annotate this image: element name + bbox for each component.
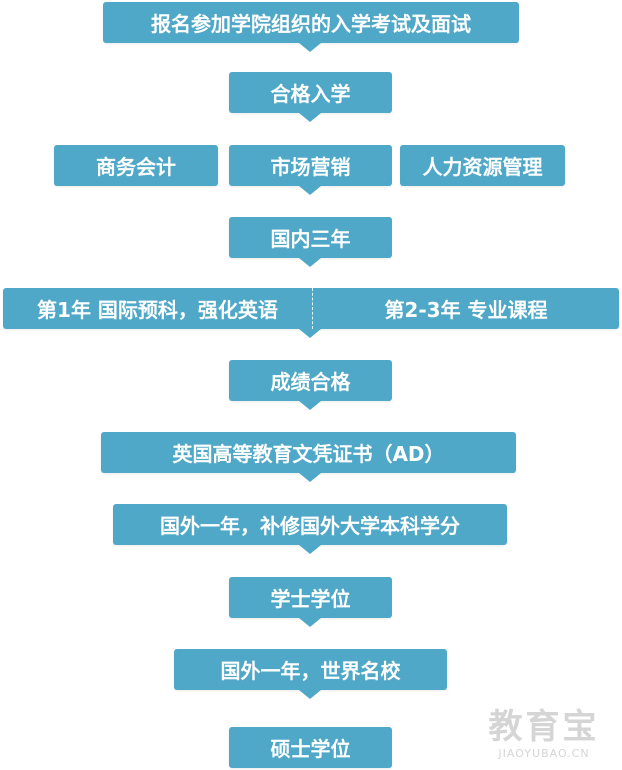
flow-step-master-degree: 硕士学位 — [229, 727, 392, 768]
flow-step-admission-label: 合格入学 — [270, 82, 351, 106]
flow-arrow-1 — [299, 43, 321, 52]
flow-step-overseas-credits-label: 国外一年，补修国外大学本科学分 — [160, 514, 460, 538]
flow-step-entrance-exam-label: 报名参加学院组织的入学考试及面试 — [151, 12, 471, 36]
flow-phase-row: 第1年 国际预科，强化英语 第2-3年 专业课程 — [3, 288, 619, 329]
watermark-sub-text: JIAOYUBAO.CN — [498, 747, 590, 760]
flow-arrow-9 — [299, 618, 321, 627]
flow-step-master-degree-label: 硕士学位 — [270, 737, 351, 761]
major-business-accounting: 商务会计 — [54, 145, 218, 186]
major-business-accounting-label: 商务会计 — [96, 155, 176, 179]
watermark-main-text: 教育宝 — [488, 707, 600, 747]
flow-arrow-8 — [299, 545, 321, 554]
flow-step-uk-diploma: 英国高等教育文凭证书（AD） — [101, 432, 516, 473]
flow-step-entrance-exam: 报名参加学院组织的入学考试及面试 — [103, 2, 519, 43]
flow-step-overseas-credits: 国外一年，补修国外大学本科学分 — [113, 504, 507, 545]
flow-step-admission: 合格入学 — [229, 72, 392, 113]
flow-step-overseas-top-school: 国外一年，世界名校 — [174, 649, 447, 690]
flow-step-pass-grades: 成绩合格 — [229, 360, 392, 401]
flow-step-pass-grades-label: 成绩合格 — [270, 370, 351, 394]
flow-step-bachelor-degree-label: 学士学位 — [270, 587, 351, 611]
flow-arrow-4 — [299, 258, 321, 267]
flow-arrow-5 — [299, 329, 321, 338]
flow-arrow-10 — [299, 690, 321, 699]
flow-arrow-6 — [299, 401, 321, 410]
watermark-logo: 教育宝 JIAOYUBAO.CN — [474, 709, 614, 760]
flow-arrow-3 — [299, 186, 321, 195]
major-human-resources-label: 人力资源管理 — [422, 155, 543, 179]
flow-arrow-2 — [299, 113, 321, 122]
major-marketing: 市场营销 — [229, 145, 392, 186]
flow-step-bachelor-degree: 学士学位 — [229, 577, 392, 618]
flow-step-domestic-three-years: 国内三年 — [229, 217, 392, 258]
phase-year1-label: 第1年 国际预科，强化英语 — [37, 298, 278, 322]
flow-step-domestic-three-years-label: 国内三年 — [270, 227, 351, 251]
flow-arrow-7 — [299, 473, 321, 482]
phase-year2-3-label: 第2-3年 专业课程 — [384, 298, 548, 322]
flow-step-overseas-top-school-label: 国外一年，世界名校 — [220, 659, 401, 683]
major-marketing-label: 市场营销 — [270, 155, 351, 179]
phase-divider — [312, 288, 313, 329]
major-human-resources: 人力资源管理 — [400, 145, 565, 186]
flow-step-uk-diploma-label: 英国高等教育文凭证书（AD） — [172, 442, 445, 466]
